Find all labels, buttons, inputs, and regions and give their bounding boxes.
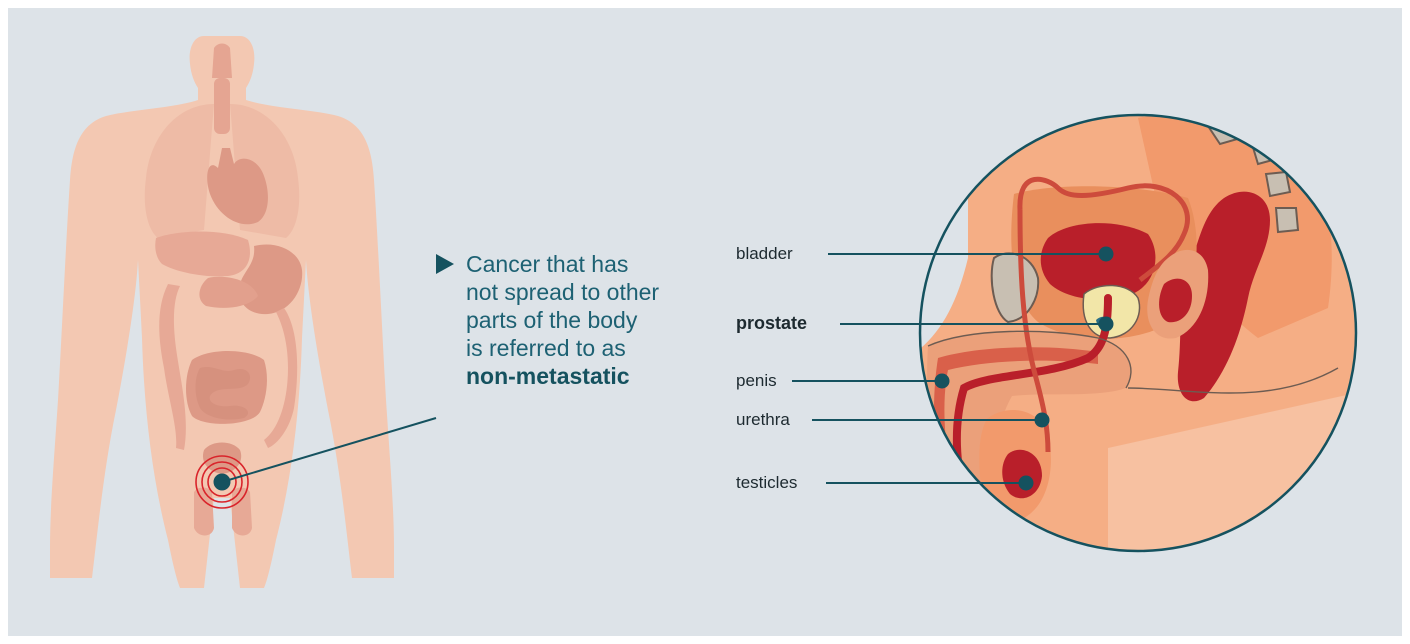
diagram-panel: Cancer that has not spread to other part… bbox=[8, 8, 1402, 636]
prostate-marker bbox=[1099, 317, 1114, 332]
caption-line-4: is referred to as bbox=[466, 334, 736, 362]
label-urethra: urethra bbox=[736, 410, 790, 430]
label-bladder: bladder bbox=[736, 244, 793, 264]
caption-line-3: parts of the body bbox=[466, 306, 736, 334]
bladder-marker bbox=[1099, 247, 1114, 262]
label-prostate: prostate bbox=[736, 313, 807, 334]
caption-arrow-icon bbox=[436, 254, 454, 274]
caption-line-2: not spread to other bbox=[466, 278, 736, 306]
label-penis: penis bbox=[736, 371, 777, 391]
penis-marker bbox=[935, 374, 950, 389]
caption-line-1: Cancer that has bbox=[466, 250, 736, 278]
testicles-marker bbox=[1019, 476, 1034, 491]
urethra-marker bbox=[1035, 413, 1050, 428]
anatomy-zoom bbox=[908, 108, 1378, 568]
caption-block: Cancer that has not spread to other part… bbox=[436, 250, 736, 390]
label-testicles: testicles bbox=[736, 473, 797, 493]
caption-emphasis: non-metastatic bbox=[466, 362, 736, 390]
